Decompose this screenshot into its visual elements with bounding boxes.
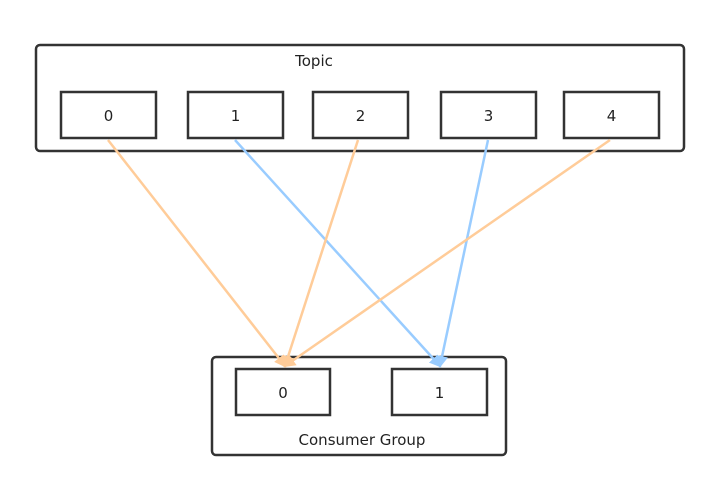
arrow-partition-2-to-consumer-0 <box>282 139 360 368</box>
arrow-partition-0-to-consumer-0 <box>107 139 287 368</box>
consumer-group-title: Consumer Group <box>299 431 426 449</box>
partition-box-4 <box>562 90 661 140</box>
topic-partition-0: 0 <box>59 90 158 140</box>
consumer-group-box: 0 1 Consumer Group <box>210 355 508 457</box>
partition-label-0: 0 <box>104 107 114 125</box>
arrow-partition-3-to-consumer-1 <box>436 139 490 368</box>
partition-box-2 <box>311 90 410 140</box>
topic-partition-2: 2 <box>311 90 410 140</box>
assignment-arrows <box>107 138 611 368</box>
consumer-1: 1 <box>390 367 489 417</box>
partition-box-1 <box>186 90 285 140</box>
consumer-box-1 <box>390 367 489 417</box>
topic-box: Topic 0 1 2 3 4 <box>34 43 686 153</box>
partition-label-3: 3 <box>484 107 494 125</box>
partition-label-2: 2 <box>356 107 366 125</box>
partition-label-1: 1 <box>231 107 241 125</box>
consumer-label-1: 1 <box>435 384 445 402</box>
topic-partition-3: 3 <box>439 90 538 140</box>
consumer-label-0: 0 <box>278 384 288 402</box>
partition-box-3 <box>439 90 538 140</box>
topic-partition-1: 1 <box>186 90 285 140</box>
topic-partition-4: 4 <box>562 90 661 140</box>
arrow-partition-4-to-consumer-0 <box>283 138 611 368</box>
topic-title: Topic <box>294 52 333 70</box>
consumer-0: 0 <box>234 367 332 417</box>
partition-box-0 <box>59 90 158 140</box>
consumer-box-0 <box>234 367 332 417</box>
partition-label-4: 4 <box>607 107 617 125</box>
arrow-partition-1-to-consumer-1 <box>234 139 442 368</box>
